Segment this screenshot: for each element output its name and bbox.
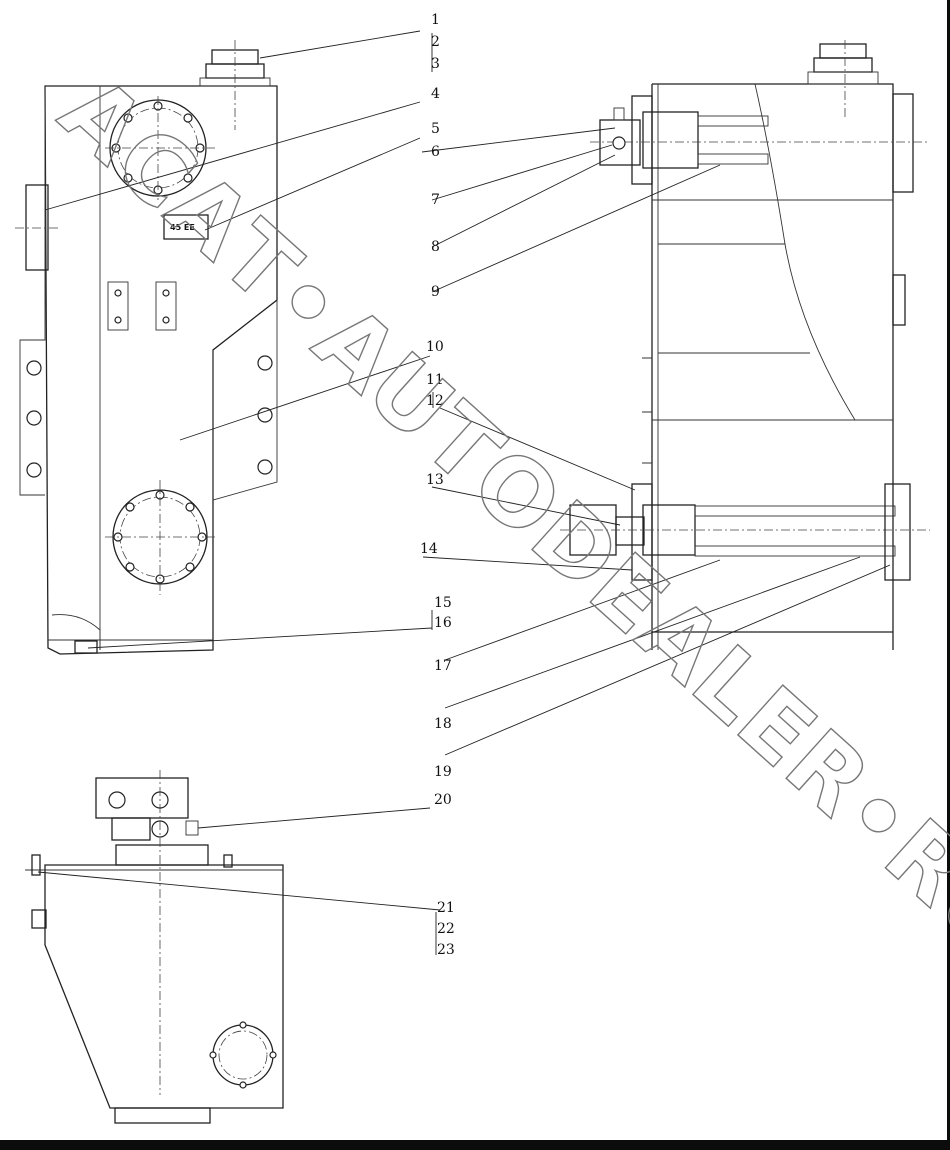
part-number-4: 4 — [431, 86, 440, 102]
part-number-6: 6 — [431, 144, 440, 160]
image-frame-bottom — [0, 1140, 950, 1150]
part-number-7: 7 — [431, 192, 440, 208]
part-number-2: 2 — [431, 34, 440, 50]
part-number-labels: 1 2 3 4 5 6 7 8 9 10 11 12 13 14 15 16 1… — [420, 12, 455, 958]
part-number-11: 11 — [426, 372, 444, 388]
part-number-21: 21 — [437, 900, 455, 916]
name-plate-text: 45 ЕЕ — [170, 223, 195, 232]
part-number-9: 9 — [431, 284, 440, 300]
part-number-17: 17 — [434, 658, 452, 674]
part-number-15: 15 — [434, 595, 452, 611]
tank-section-view — [560, 40, 930, 650]
image-frame-right — [947, 0, 950, 1150]
tank-side-view — [25, 770, 284, 1124]
part-number-18: 18 — [434, 716, 452, 732]
part-number-19: 19 — [434, 764, 452, 780]
part-number-23: 23 — [437, 942, 455, 958]
part-number-3: 3 — [431, 56, 440, 72]
part-number-10: 10 — [426, 339, 444, 355]
leader-lines — [37, 30, 891, 955]
watermark-text: АСАТ•AUTODEALER•RU — [40, 57, 950, 979]
tank-front-view: 45 ЕЕ — [15, 40, 278, 655]
part-number-12: 12 — [426, 393, 444, 409]
part-number-13: 13 — [426, 472, 444, 488]
part-number-8: 8 — [431, 239, 440, 255]
part-number-14: 14 — [420, 541, 438, 557]
part-number-22: 22 — [437, 921, 455, 937]
part-number-1: 1 — [431, 12, 440, 28]
part-number-5: 5 — [431, 121, 440, 137]
part-number-20: 20 — [434, 792, 452, 808]
part-number-16: 16 — [434, 615, 452, 631]
